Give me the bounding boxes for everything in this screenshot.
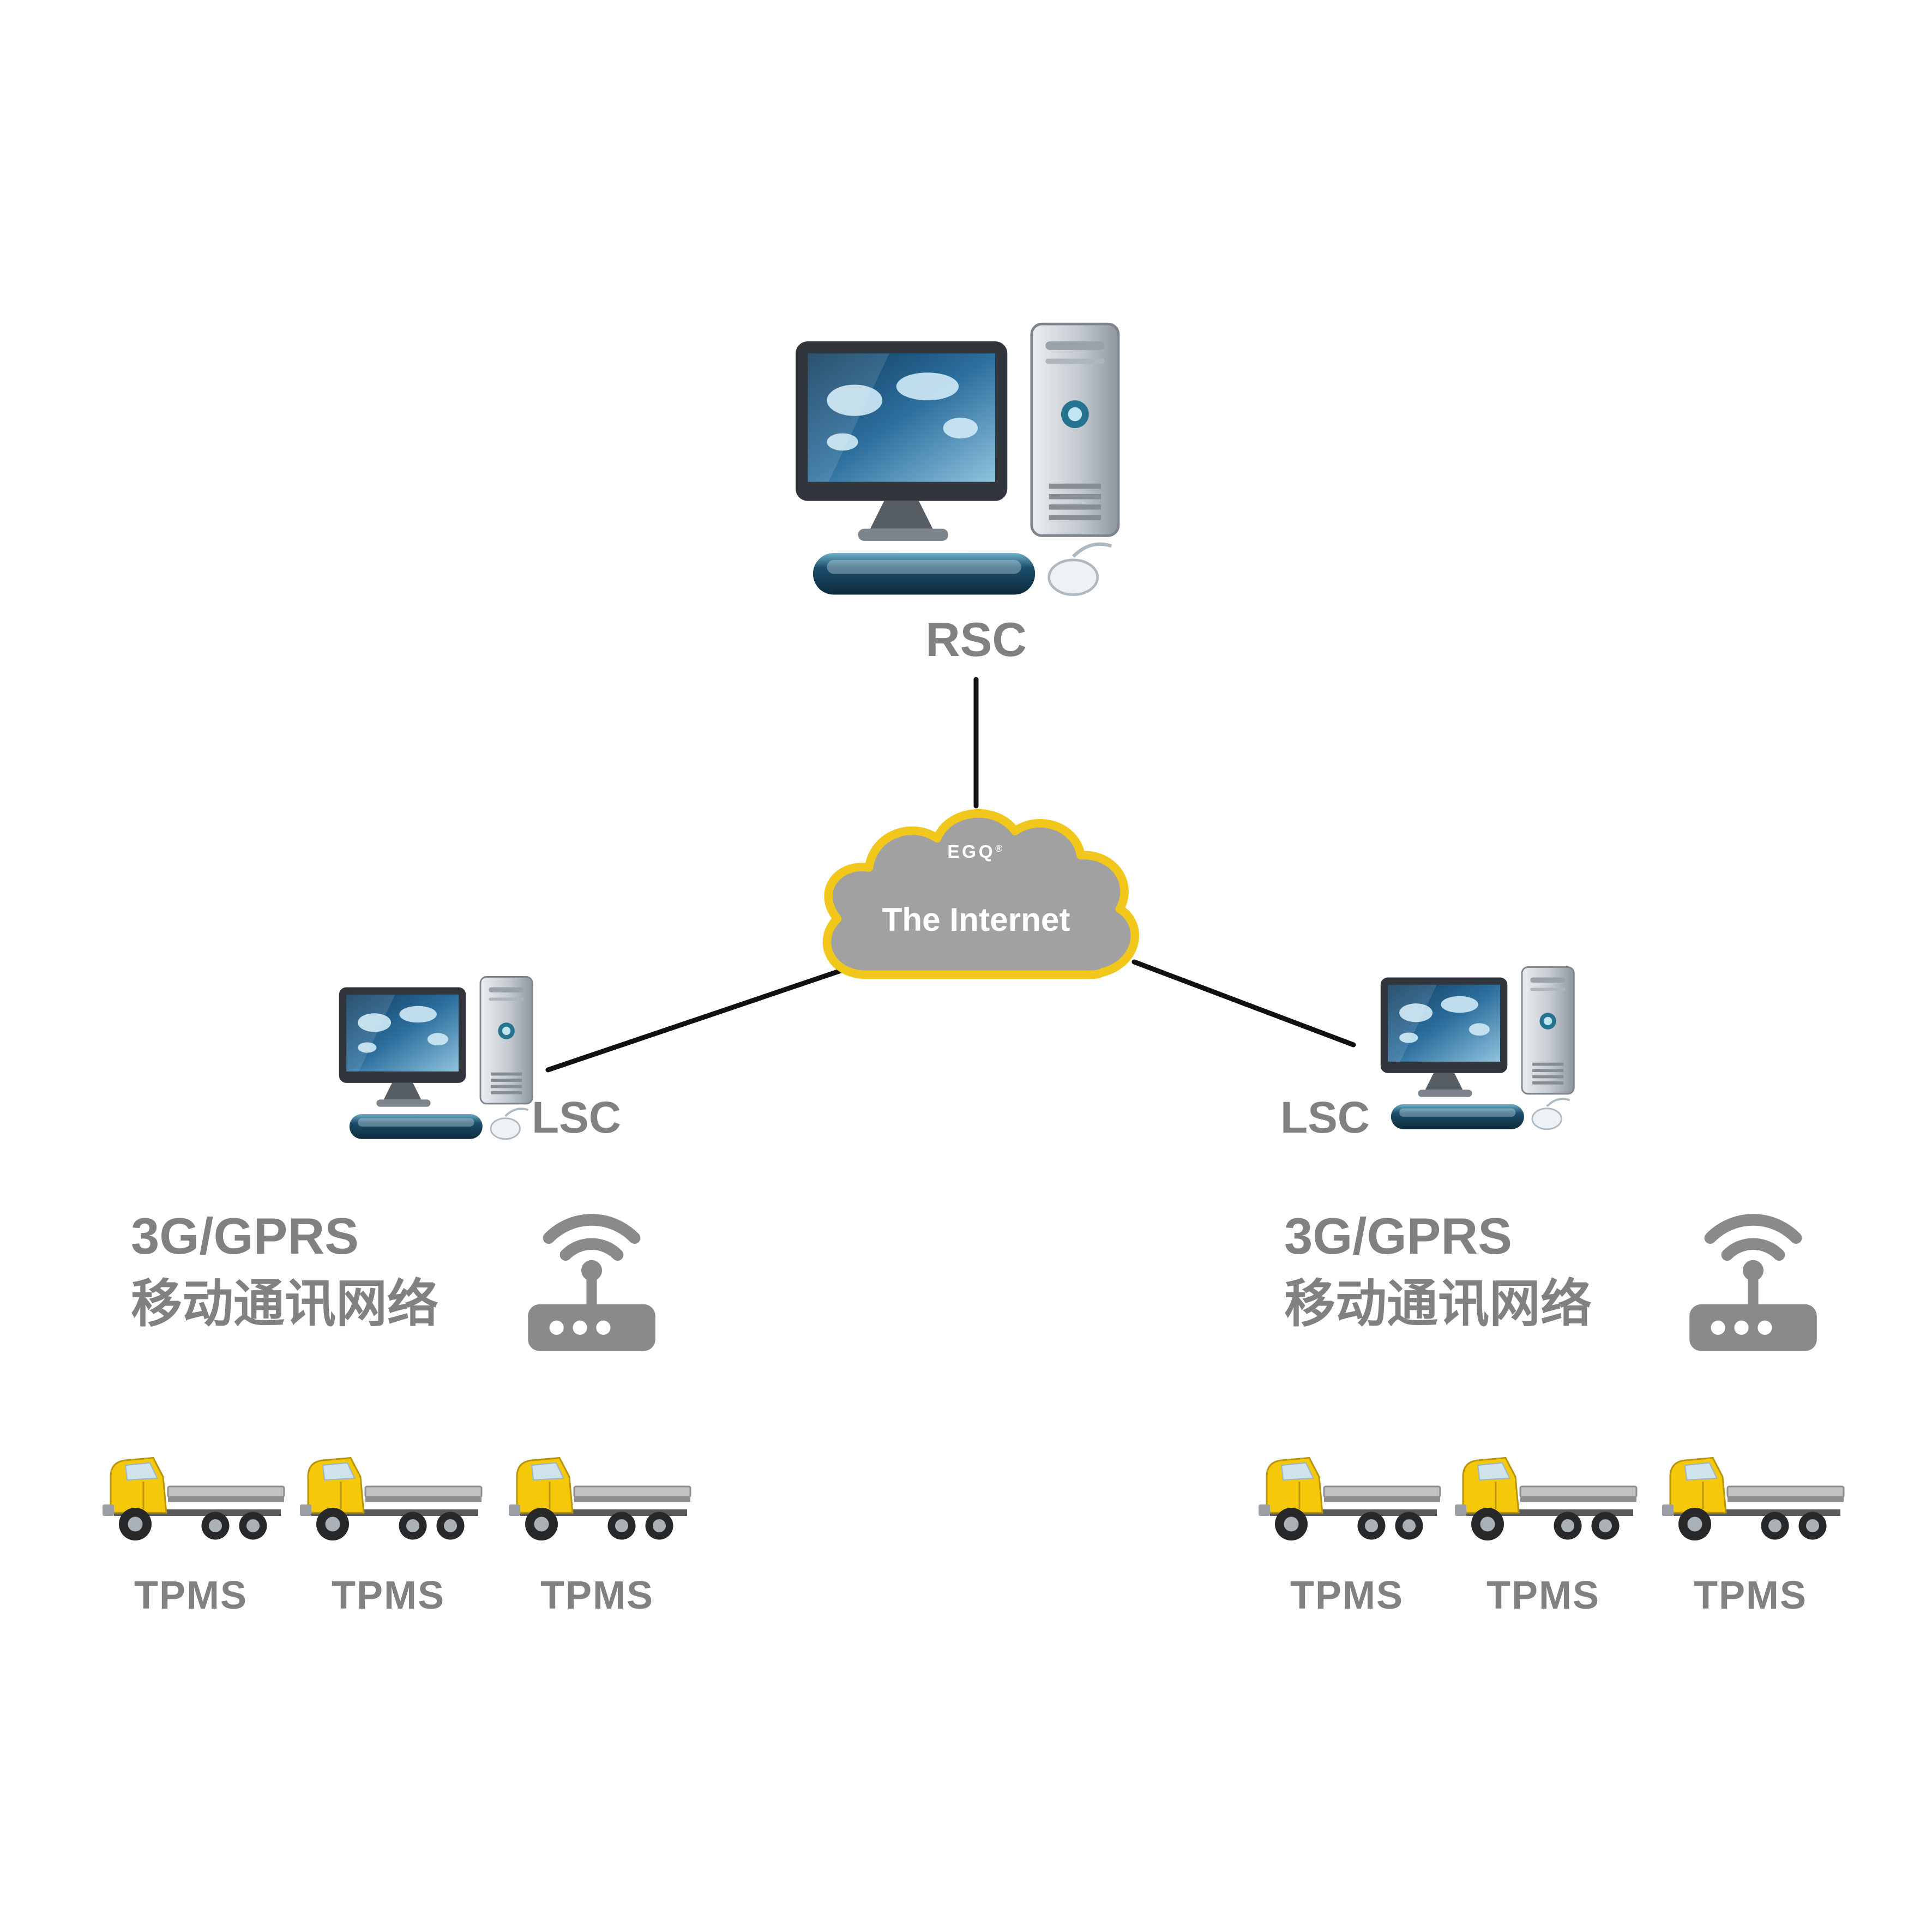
lsc-right-label: LSC (1280, 1093, 1370, 1142)
truck-item: TPMS (93, 1434, 289, 1618)
truck-item: TPMS (1249, 1434, 1445, 1618)
network-right-line1: 3G/GPRS (1284, 1207, 1512, 1265)
truck-item: TPMS (1445, 1434, 1641, 1618)
network-left-label: 3G/GPRS 移动通讯网络 (131, 1202, 438, 1338)
tpms-label: TPMS (1486, 1574, 1600, 1617)
connector-cloud-lsc-right (1131, 959, 1356, 1048)
lsc-left-label: LSC (532, 1093, 621, 1142)
truck-icon (290, 1434, 486, 1549)
cloud-shape (822, 809, 1139, 979)
cloud-title-text: The Internet (882, 901, 1070, 938)
connector-cloud-lsc-left (545, 967, 847, 1073)
internet-cloud-icon: EGQ® The Internet (822, 809, 1139, 979)
rsc-label: RSC (925, 612, 1027, 666)
network-left-line1: 3G/GPRS (131, 1207, 359, 1265)
truck-item: TPMS (1652, 1434, 1849, 1618)
truck-icon (1249, 1434, 1445, 1549)
truck-icon (1652, 1434, 1849, 1549)
truck-icon (1445, 1434, 1641, 1549)
router-right-icon (1669, 1213, 1838, 1369)
truck-icon (499, 1434, 695, 1549)
tpms-label: TPMS (1290, 1574, 1404, 1617)
lsc-right-computer-icon (1374, 961, 1603, 1137)
lsc-left-computer-icon (333, 971, 562, 1147)
truck-item: TPMS (499, 1434, 695, 1618)
tpms-label: TPMS (134, 1574, 248, 1617)
tpms-label: TPMS (540, 1574, 654, 1617)
truck-item: TPMS (290, 1434, 486, 1618)
network-left-line2: 移动通讯网络 (131, 1275, 439, 1333)
network-right-line2: 移动通讯网络 (1284, 1275, 1592, 1333)
tpms-label: TPMS (331, 1574, 445, 1617)
truck-icon (93, 1434, 289, 1549)
cloud-brand-text: EGQ® (947, 842, 1005, 862)
tpms-label: TPMS (1693, 1574, 1807, 1617)
rsc-computer-icon (785, 314, 1167, 609)
router-left-icon (507, 1213, 676, 1369)
network-right-label: 3G/GPRS 移动通讯网络 (1284, 1202, 1592, 1338)
